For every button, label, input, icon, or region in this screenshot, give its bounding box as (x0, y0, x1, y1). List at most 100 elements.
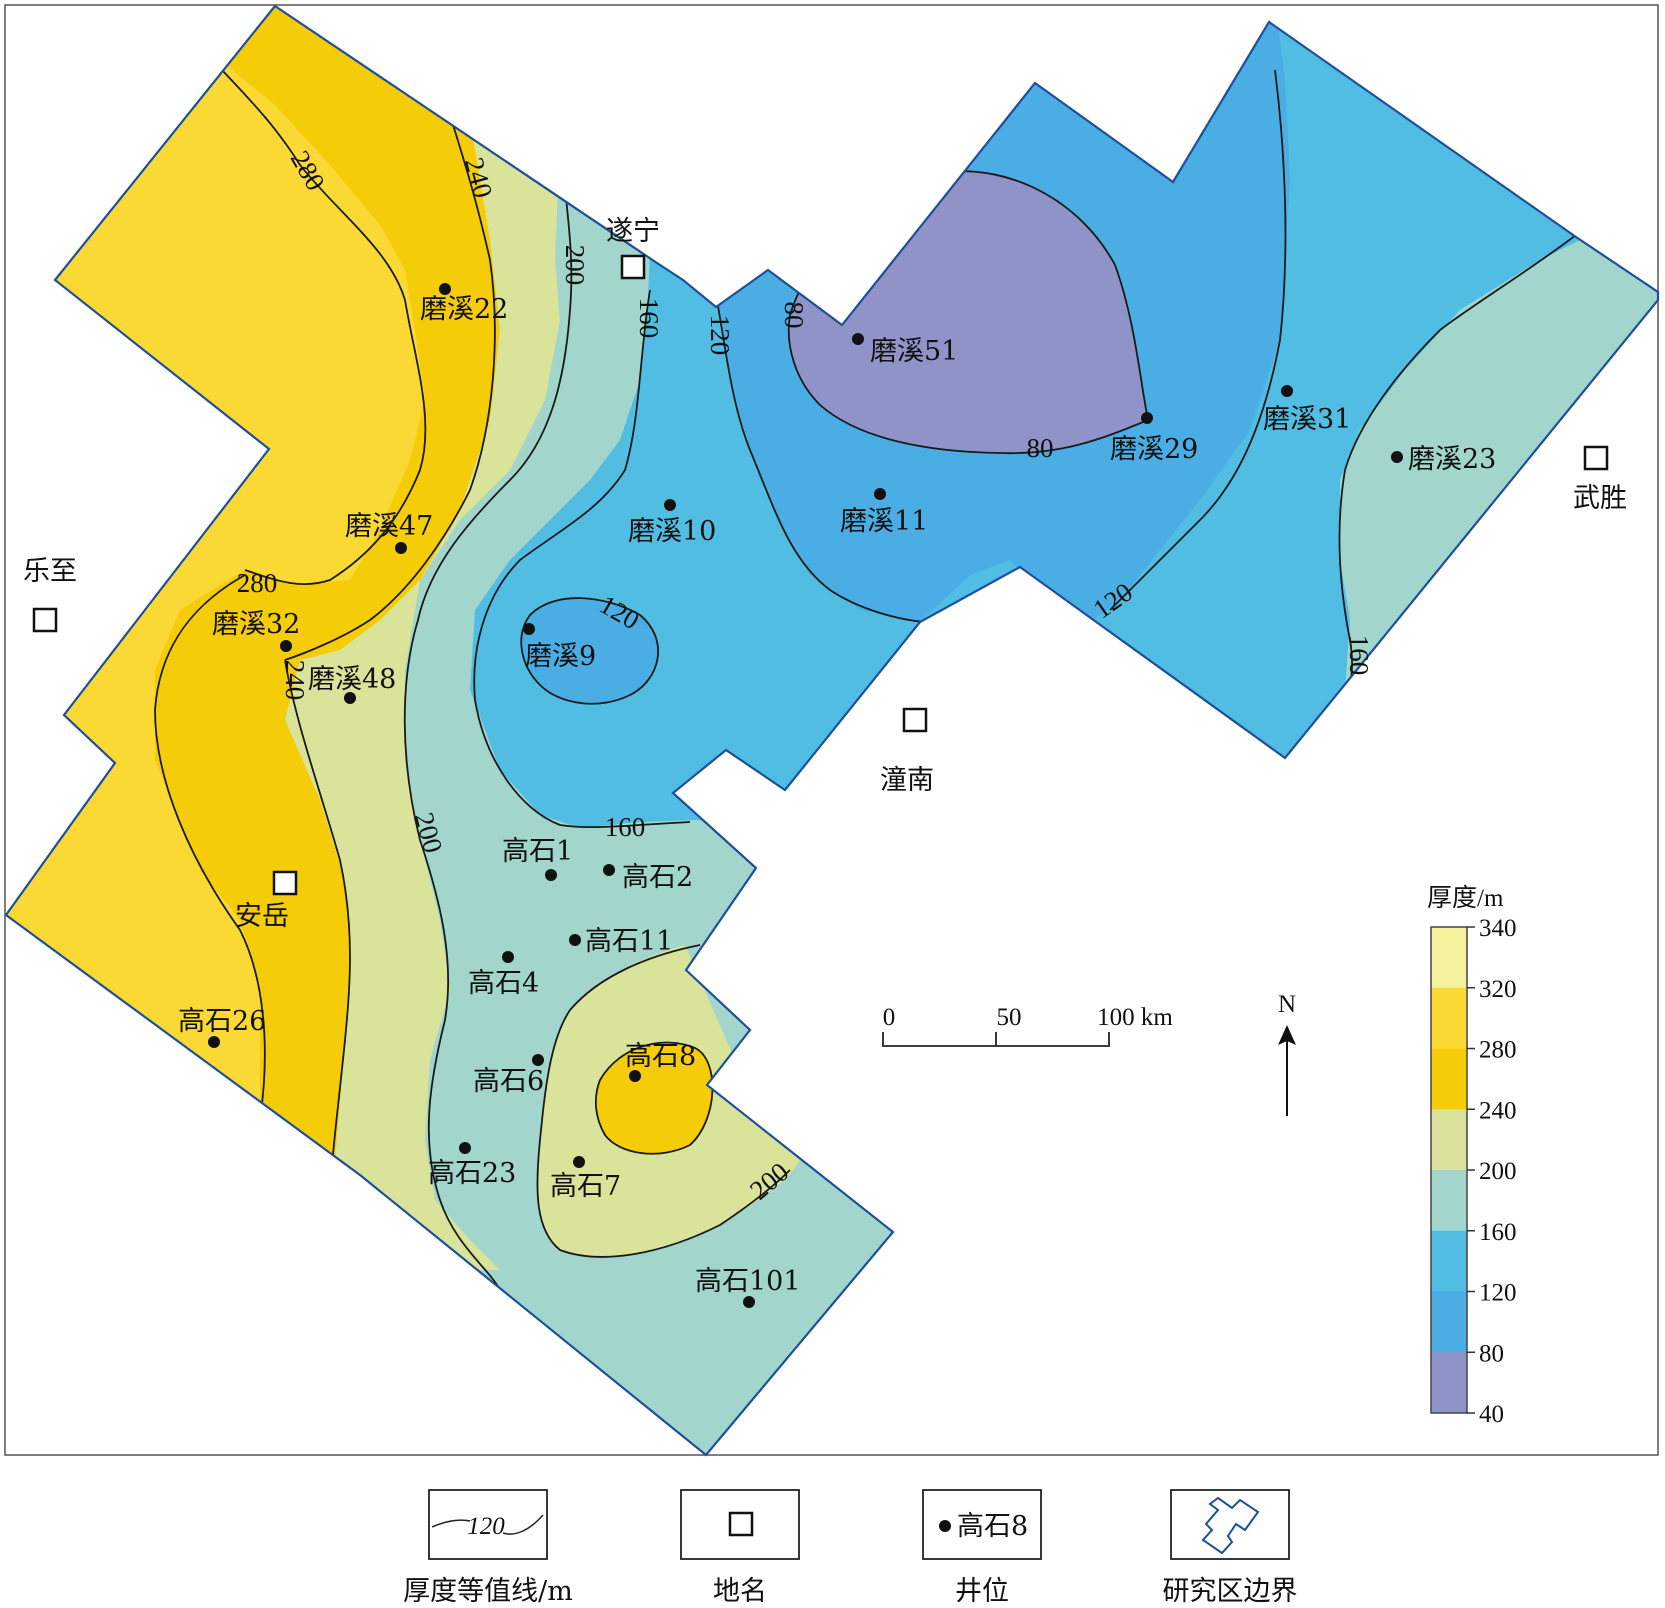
contour-label: 160 (605, 812, 646, 842)
contour-label: 160 (1344, 635, 1374, 676)
town-label-lezhi: 乐至 (23, 556, 77, 587)
contour-label: 160 (634, 298, 664, 339)
well-symbol-icon (939, 1520, 951, 1532)
well-marker (502, 951, 514, 963)
well-marker (545, 869, 557, 881)
scale-bar: 0 50 100 km (882, 1004, 1173, 1047)
well-label: 高石23 (428, 1158, 516, 1189)
legend-label-place: 地名 (713, 1576, 767, 1607)
town-marker (1583, 445, 1609, 471)
contour-label: 200 (560, 245, 590, 286)
well-marker (1281, 385, 1293, 397)
town-marker (272, 870, 298, 896)
well-marker (1141, 412, 1153, 424)
legend-label-well: 井位 (955, 1576, 1009, 1607)
well-label: 磨溪11 (840, 506, 928, 537)
town-marker (620, 254, 646, 280)
well-marker (874, 488, 886, 500)
well-marker (532, 1054, 544, 1066)
well-label: 高石26 (178, 1006, 266, 1037)
places: 遂宁 乐至 武胜 潼南 安岳 (23, 216, 1627, 932)
well-marker (603, 864, 615, 876)
colorbar-tick-label: 280 (1479, 1037, 1517, 1064)
town-label-anyue: 安岳 (235, 901, 289, 932)
colorbar-block (1431, 1048, 1467, 1110)
legend-box-boundary (1170, 1489, 1290, 1560)
legend: 120 厚度等值线/m 地名 高石8 井位 研究区边界 (403, 1489, 1298, 1607)
well-marker (1391, 451, 1403, 463)
zone-80-120-mx9 (521, 598, 659, 704)
well-label: 高石6 (473, 1066, 544, 1097)
well-label: 磨溪48 (308, 664, 396, 695)
well-label: 磨溪22 (420, 294, 508, 325)
colorbar-block (1431, 927, 1467, 989)
boundary-symbol-icon (1201, 1496, 1260, 1555)
colorbar-block (1431, 1170, 1467, 1232)
contour-label: 80 (779, 302, 809, 329)
colorbar-tick-label: 320 (1479, 976, 1517, 1003)
legend-label-boundary: 研究区边界 (1163, 1576, 1298, 1607)
colorbar-tick-label: 80 (1479, 1340, 1504, 1367)
colorbar-tick-label: 120 (1479, 1280, 1517, 1307)
well-label: 高石1 (502, 836, 573, 867)
scale-tick: 50 (997, 1004, 1022, 1031)
town-marker (32, 607, 58, 633)
town-label-wusheng: 武胜 (1573, 483, 1627, 514)
well-marker (573, 1156, 585, 1168)
town-marker (902, 707, 928, 733)
colorbar-block (1431, 1352, 1467, 1414)
well-label: 磨溪31 (1263, 404, 1351, 435)
well-marker (395, 542, 407, 554)
zone-240-280-gs8 (595, 1042, 713, 1154)
colorbar-block (1431, 1291, 1467, 1353)
colorbar-title: 厚度/m (1427, 884, 1504, 912)
well-label: 磨溪10 (628, 516, 716, 547)
well-marker (852, 333, 864, 345)
contour-label: 80 (1027, 433, 1054, 463)
well-label: 高石8 (625, 1041, 696, 1072)
north-arrow: N (1278, 991, 1296, 1116)
north-arrow-icon (1278, 1025, 1296, 1045)
well-label: 磨溪9 (525, 641, 596, 672)
colorbar-block (1431, 1230, 1467, 1292)
well-label: 高石4 (468, 968, 539, 999)
well-label: 高石11 (585, 926, 673, 957)
well-marker (629, 1070, 641, 1082)
well-marker (208, 1036, 220, 1048)
contour-label: 280 (237, 568, 278, 598)
well-marker (664, 499, 676, 511)
zone-280-320-west (6, 6, 425, 1110)
north-label: N (1278, 991, 1296, 1018)
well-marker (569, 934, 581, 946)
place-symbol-icon (728, 1511, 754, 1537)
town-label-tongnan: 潼南 (880, 765, 934, 796)
well-marker (439, 283, 451, 295)
colorbar-tick-label: 240 (1479, 1097, 1517, 1124)
well-marker (523, 623, 535, 635)
well-label: 磨溪47 (345, 511, 433, 542)
well-label: 磨溪32 (212, 609, 300, 640)
scale-tick: 0 (883, 1004, 896, 1031)
well-label: 磨溪51 (870, 336, 958, 367)
legend-well-sample: 高石8 (957, 1511, 1028, 1542)
well-label: 高石2 (622, 862, 693, 893)
well-label: 高石7 (550, 1171, 621, 1202)
colorbar-block (1431, 1109, 1467, 1171)
colorbar-tick-label: 160 (1479, 1219, 1517, 1246)
colorbar-block (1431, 987, 1467, 1049)
well-marker (344, 692, 356, 704)
well-marker (743, 1296, 755, 1308)
scale-tick: 100 km (1097, 1004, 1173, 1031)
well-marker (280, 640, 292, 652)
colorbar-tick-label: 200 (1479, 1158, 1517, 1185)
legend-contour-sample: 120 (467, 1513, 505, 1540)
contour-label: 240 (280, 660, 310, 701)
well-label: 磨溪29 (1110, 434, 1198, 465)
well-label: 磨溪23 (1408, 444, 1496, 475)
legend-label-contour: 厚度等值线/m (403, 1576, 573, 1607)
study-area-boundary (4, 4, 1660, 1457)
town-label-suining: 遂宁 (606, 216, 660, 247)
colorbar-tick-label: 40 (1479, 1401, 1504, 1428)
